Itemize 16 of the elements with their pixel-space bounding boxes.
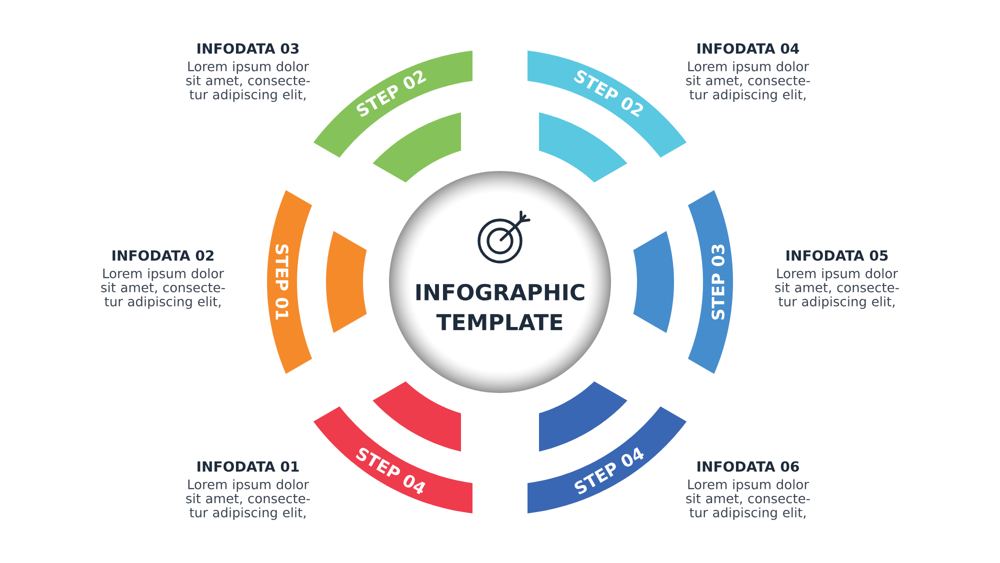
step-band: STEP 03 xyxy=(688,190,733,374)
arc-segment xyxy=(326,230,367,333)
info-heading: INFODATA 05 xyxy=(786,250,888,261)
info-heading: INFODATA 01 xyxy=(198,461,299,472)
info-heading: INFODATA 02 xyxy=(112,250,214,261)
arc-segment xyxy=(633,230,674,333)
info-heading: INFODATA 04 xyxy=(698,43,800,54)
info-text: Lorem ipsum dolor sit amet, consecte- tur adipiscing elit, xyxy=(686,61,810,102)
info-heading: INFODATA 06 xyxy=(698,461,799,472)
info-text: Lorem ipsum dolor sit amet, consecte- tur adipiscing elit, xyxy=(686,479,810,520)
info-text: Lorem ipsum dolor sit amet, consecte- tur adipiscing elit, xyxy=(101,268,225,309)
info-heading: INFODATA 03 xyxy=(198,43,299,54)
info-text: Lorem ipsum dolor sit amet, consecte- tur adipiscing elit, xyxy=(186,61,310,102)
info-text: Lorem ipsum dolor sit amet, consecte- tur adipiscing elit, xyxy=(186,479,310,520)
step-band: STEP 01 xyxy=(267,190,312,374)
info-text: Lorem ipsum dolor sit amet, consecte- tur adipiscing elit, xyxy=(775,268,899,309)
